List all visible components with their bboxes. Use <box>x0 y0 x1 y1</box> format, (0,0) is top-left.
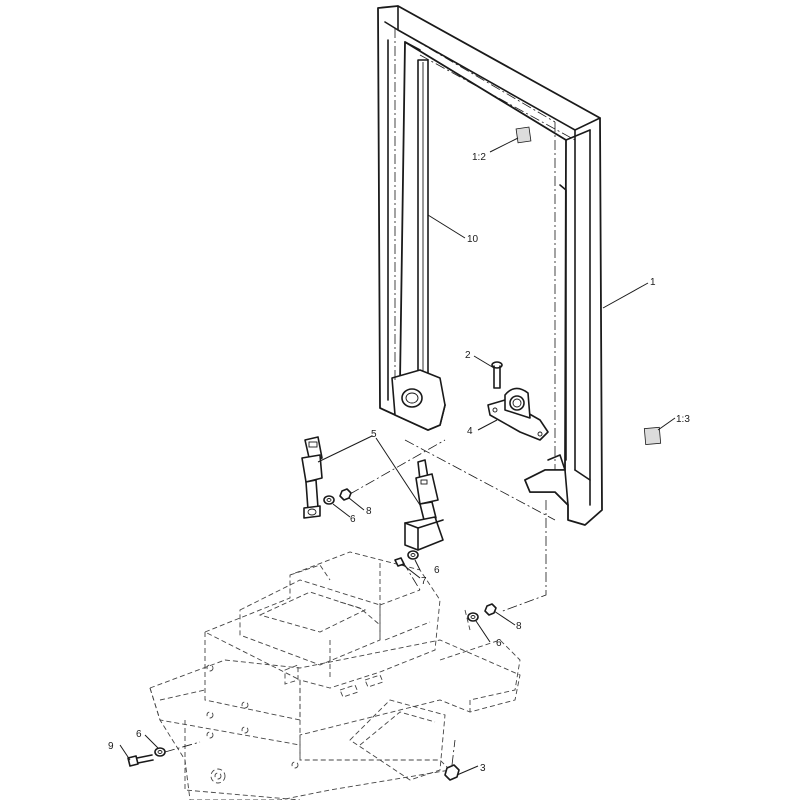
bolt-bottom <box>127 754 154 767</box>
callout-8-frame: 8 <box>516 621 522 632</box>
callout-2: 2 <box>465 350 471 361</box>
nut-frame <box>484 603 497 616</box>
washer-frame <box>467 612 479 622</box>
nut-bottom <box>444 764 460 781</box>
washer-retractor <box>407 550 419 560</box>
callout-10: 10 <box>467 234 479 245</box>
leader-lines <box>119 137 676 776</box>
seat-belt-retractor <box>404 459 444 551</box>
pivot-hole-left <box>401 388 423 408</box>
pin-bolt <box>491 361 503 389</box>
washer-buckle <box>323 495 335 505</box>
chassis-deck <box>149 551 521 800</box>
callout-7: 7 <box>421 576 427 587</box>
frame-assembly <box>377 5 603 526</box>
callout-8-buckle: 8 <box>366 506 372 517</box>
callout-1-3: 1:3 <box>676 414 690 425</box>
pivot-hole-right <box>509 395 525 411</box>
callout-5: 5 <box>371 429 377 440</box>
callout-1-2: 1:2 <box>472 152 486 163</box>
callout-6-retractor: 6 <box>434 565 440 576</box>
callout-4: 4 <box>467 426 473 437</box>
callout-3: 3 <box>480 763 486 774</box>
decal-1-2 <box>515 126 532 144</box>
callout-6-buckle: 6 <box>350 514 356 525</box>
pivot-bracket <box>487 387 549 441</box>
seat-belt-buckle <box>301 436 323 519</box>
callout-9: 9 <box>108 741 114 752</box>
decal-1-3 <box>643 426 662 446</box>
callout-6-frame: 6 <box>496 638 502 649</box>
washer-bottom <box>154 747 166 757</box>
callout-1: 1 <box>650 277 656 288</box>
callout-6-bottom: 6 <box>136 729 142 740</box>
